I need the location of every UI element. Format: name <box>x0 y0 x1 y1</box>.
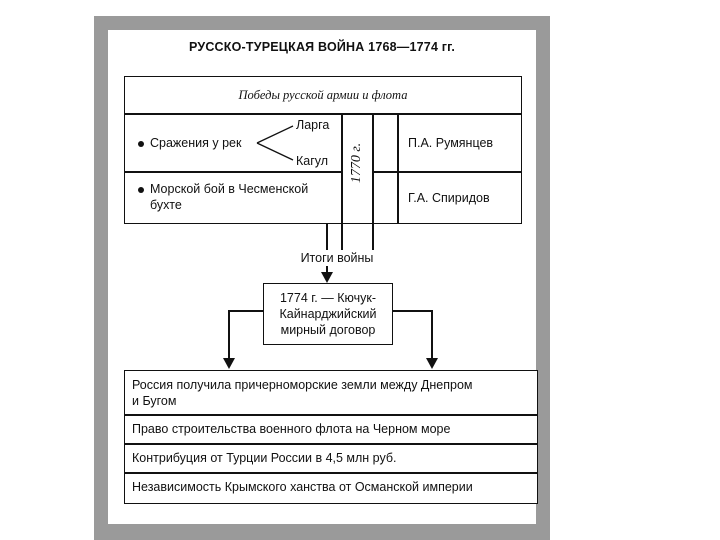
commander-spiridov: Г.А. Спиридов <box>408 191 490 205</box>
commander-column-divider <box>397 113 399 224</box>
year-column-right <box>372 113 374 250</box>
treaty-line-2: Кайнарджийский <box>279 307 377 321</box>
outcomes-table <box>124 370 538 504</box>
river-kagul: Кагул <box>296 154 329 168</box>
row-divider-right <box>373 171 522 173</box>
outcomes-divider-1 <box>124 414 538 416</box>
commander-rumyantsev: П.А. Румянцев <box>408 135 494 150</box>
year-label: 1770 г. <box>349 142 364 184</box>
outcome-row-2: Право строительства военного флота на Че… <box>132 422 451 436</box>
victories-header: Победы русской армии и флота <box>238 88 408 102</box>
naval-battle-line-1: Морской бой в Чесменской <box>150 182 309 196</box>
branch-left-horizontal <box>228 310 263 312</box>
outcomes-divider-3 <box>124 472 538 474</box>
battle-rivers-text: Сражения у рек <box>150 136 242 150</box>
header-divider <box>124 113 522 115</box>
outcomes-divider-2 <box>124 443 538 445</box>
treaty-line-1: 1774 г. — Кючук- <box>279 291 376 305</box>
bullet-icon <box>138 140 144 147</box>
naval-battle-label: Морской бой в Чесменской <box>138 181 308 197</box>
treaty-text: 1774 г. — Кючук- Кайнарджийский мирный д… <box>263 290 393 338</box>
year-column-left <box>341 113 343 250</box>
branch-left-vertical <box>228 310 230 360</box>
river-branch-lines <box>256 125 294 161</box>
victories-table <box>124 76 522 224</box>
outcome-1-line-1: Россия получила причерноморские земли ме… <box>132 378 473 392</box>
outcome-row-1: Россия получила причерноморские земли ме… <box>132 377 473 409</box>
arrow-down-icon <box>223 358 235 369</box>
branch-right-vertical <box>431 310 433 360</box>
results-arrow-shaft-top <box>326 224 328 250</box>
arrow-down-icon <box>321 272 333 283</box>
branch-right-horizontal <box>393 310 432 312</box>
results-arrow-shaft <box>326 266 328 276</box>
results-label: Итоги войны <box>290 250 384 266</box>
river-larga: Ларга <box>296 118 330 132</box>
treaty-line-3: мирный договор <box>280 323 376 337</box>
naval-battle-line-2: бухте <box>150 198 182 212</box>
row-divider-left <box>124 171 342 173</box>
outcome-row-4: Независимость Крымского ханства от Осман… <box>132 480 473 494</box>
outcome-1-line-2: и Бугом <box>132 394 177 408</box>
bullet-icon <box>138 186 144 193</box>
outcome-row-3: Контрибуция от Турции России в 4,5 млн р… <box>132 451 397 465</box>
diagram-title: РУССКО-ТУРЕЦКАЯ ВОЙНА 1768—1774 гг. <box>188 40 456 54</box>
arrow-down-icon <box>426 358 438 369</box>
treaty-box <box>263 283 393 345</box>
battle-rivers-label: Сражения у рек <box>138 135 241 151</box>
